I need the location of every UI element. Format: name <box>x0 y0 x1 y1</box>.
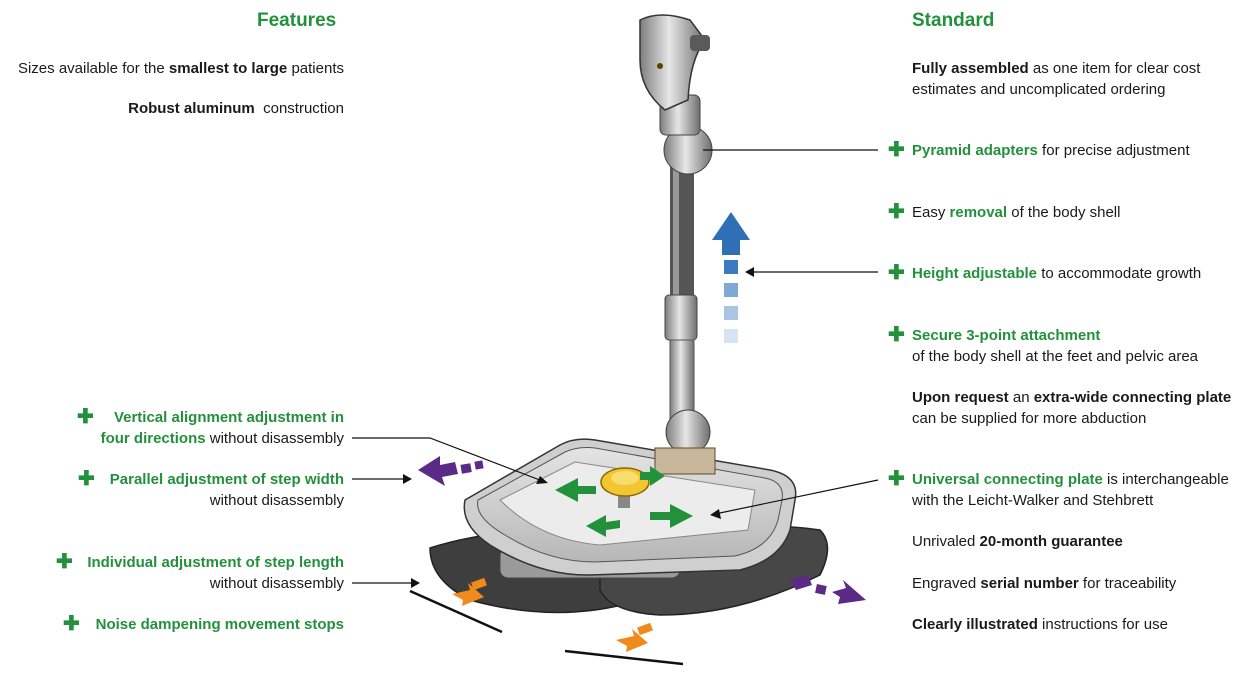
standard-illustrated: Clearly illustrated instructions for use <box>912 616 1168 633</box>
standard-assembled: Fully assembled as one item for clear co… <box>912 60 1201 98</box>
standard-request: Upon request an extra-wide connecting pl… <box>912 389 1232 427</box>
support-pole <box>639 14 716 475</box>
orange-arrow-right-icon <box>616 622 653 652</box>
plus-icon: ✚ <box>56 551 73 573</box>
features-heading: Features <box>257 10 337 31</box>
plus-icon: ✚ <box>888 139 905 161</box>
orange-arrow-left-icon <box>452 577 487 606</box>
feature-robust: Robust aluminum construction <box>128 100 344 117</box>
height-arrow-icon <box>712 212 750 343</box>
purple-arrow-left-icon <box>418 456 484 486</box>
standard-guarantee: Unrivaled 20-month guarantee <box>912 533 1123 550</box>
standard-universal: Universal connecting plate is interchang… <box>912 471 1229 509</box>
plus-icon: ✚ <box>888 201 905 223</box>
plus-icon: ✚ <box>77 406 94 428</box>
standard-pyramid: Pyramid adapters for precise adjustment <box>912 142 1190 159</box>
plus-icon: ✚ <box>63 613 80 635</box>
feature-noise: Noise dampening movement stops <box>95 616 344 633</box>
standard-height: Height adjustable to accommodate growth <box>912 265 1202 282</box>
standard-heading: Standard <box>912 10 995 31</box>
leader-lines <box>352 149 879 584</box>
plus-icon: ✚ <box>78 468 95 490</box>
plus-icon: ✚ <box>888 324 905 346</box>
feature-sizes: Sizes available for the smallest to larg… <box>17 60 344 77</box>
yellow-knob-icon <box>600 467 650 508</box>
standard-removal: Easy removal of the body shell <box>912 204 1121 221</box>
green-arrows-icon <box>555 466 693 537</box>
standard-serial: Engraved serial number for traceability <box>912 575 1177 592</box>
leader-arrowheads <box>403 267 754 588</box>
plus-icon: ✚ <box>888 468 905 490</box>
ground-lines <box>409 589 684 666</box>
purple-arrow-right-icon <box>790 575 866 604</box>
plus-icon: ✚ <box>888 262 905 284</box>
